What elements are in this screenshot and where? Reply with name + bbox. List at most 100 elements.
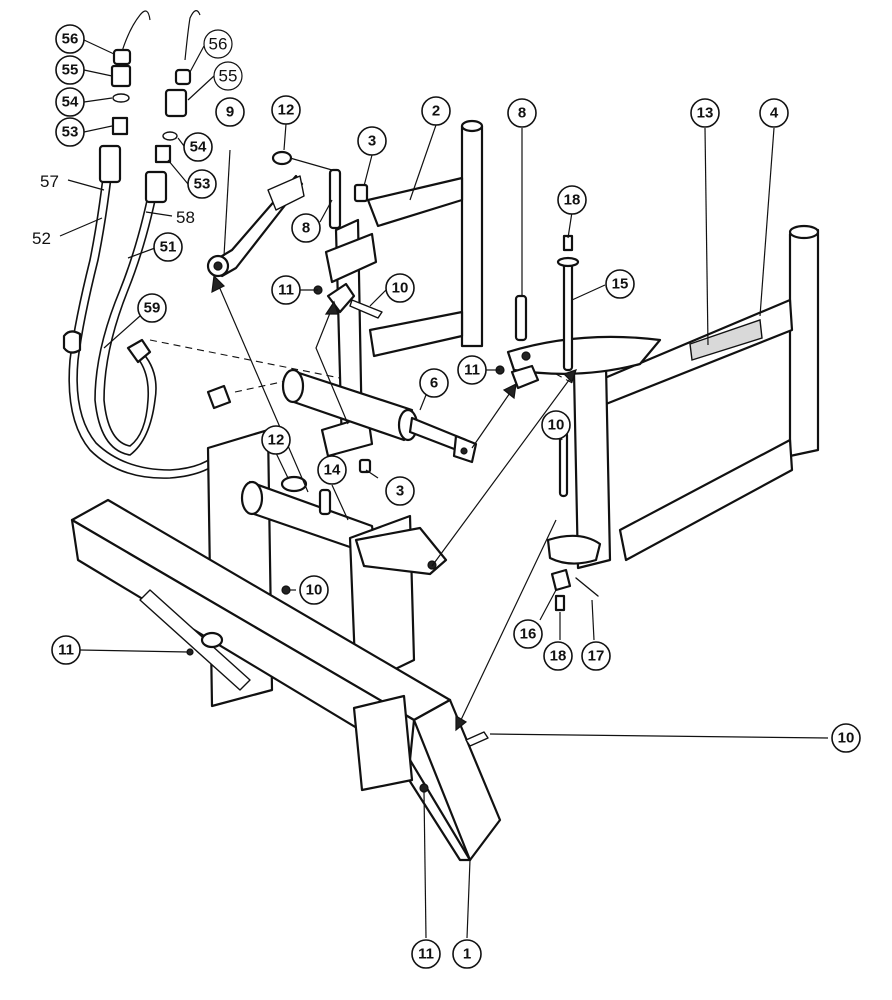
leader-12b xyxy=(275,452,289,479)
callout-2-label: 2 xyxy=(432,103,440,120)
callout-10-frame-label: 10 xyxy=(306,582,323,599)
callout-17: 17 xyxy=(581,641,611,671)
pin-8-upper-left xyxy=(328,168,342,230)
adapter-right xyxy=(154,144,172,164)
leader-11c xyxy=(79,649,189,653)
arrow-cylinder-to-mast xyxy=(315,307,349,425)
elbow-fitting xyxy=(126,338,152,364)
cylinder-end-cap xyxy=(281,368,305,404)
arrow-head-plate xyxy=(562,369,577,384)
callout-55-left: 55 xyxy=(55,55,85,85)
hose-58-outer xyxy=(94,175,157,456)
leader-55a xyxy=(83,69,113,77)
assembly-arrows xyxy=(211,274,577,732)
link-arm xyxy=(206,174,305,278)
callout-55-left-label: 55 xyxy=(62,62,79,79)
callout-15-label: 15 xyxy=(612,276,629,293)
leader-58 xyxy=(145,211,173,217)
callout-8-right-label: 8 xyxy=(518,105,526,122)
hose-57-inner xyxy=(76,149,221,471)
pivot-top-hole xyxy=(521,351,531,361)
callout-14-label: 14 xyxy=(324,462,341,479)
mast-crossbar-top xyxy=(366,176,464,228)
upper-pins xyxy=(271,150,528,342)
right-arm-upright-cap xyxy=(788,224,820,240)
callout-18-lower-label: 18 xyxy=(550,648,567,665)
plain-callouts: 56 55 57 52 58 xyxy=(32,29,243,248)
callout-56-right-label: 56 xyxy=(209,35,228,54)
callout-11-right: 11 xyxy=(457,355,487,385)
leader-53b xyxy=(167,159,189,185)
hose-ferrule-right xyxy=(144,170,168,204)
callout-52-label: 52 xyxy=(32,229,51,248)
callout-59: 59 xyxy=(137,293,167,323)
pivot-top-plate xyxy=(506,335,662,375)
callout-53-left: 53 xyxy=(55,117,85,147)
callout-17-label: 17 xyxy=(588,648,605,665)
bolt-10-frame xyxy=(281,585,291,595)
leader-18a xyxy=(567,211,573,239)
callout-16-label: 16 xyxy=(520,626,537,643)
leader-14 xyxy=(331,484,349,521)
callout-56-left-label: 56 xyxy=(62,31,79,48)
center-hardware xyxy=(313,282,383,474)
callout-53-right-label: 53 xyxy=(194,176,211,193)
arrow-rod-to-pivot xyxy=(471,389,513,449)
mast-upright-cap xyxy=(460,119,484,133)
leader-56b xyxy=(189,45,205,73)
callout-11-center: 11 xyxy=(271,275,301,305)
callout-1: 1 xyxy=(452,939,482,969)
dust-cap-left xyxy=(112,48,132,66)
main-frame xyxy=(70,428,502,862)
dust-cap-tether-right xyxy=(184,10,201,61)
adapter-left xyxy=(111,116,129,136)
bumper-inner-rail xyxy=(139,589,251,691)
callout-54-right: 54 xyxy=(183,132,213,162)
leader-53a xyxy=(83,125,113,133)
pivot-lug xyxy=(510,364,540,390)
callout-53-right: 53 xyxy=(187,169,217,199)
leader-4 xyxy=(759,127,775,317)
pivot-pin-15 xyxy=(562,260,574,372)
callout-4-label: 4 xyxy=(770,105,779,122)
leader-57 xyxy=(67,179,105,191)
leader-59 xyxy=(103,315,141,349)
callout-51-label: 51 xyxy=(160,239,177,256)
callout-13-label: 13 xyxy=(697,105,714,122)
frame-cross-tube-end xyxy=(240,480,264,516)
nut-11-bumper xyxy=(419,783,429,793)
hose-58-inner xyxy=(103,175,161,447)
mast-crossbar-bottom xyxy=(368,310,464,358)
leader-15 xyxy=(571,284,606,301)
callout-10-right-label: 10 xyxy=(548,417,565,434)
lynch-pin-12-lower xyxy=(280,475,308,493)
callout-9: 9 xyxy=(215,97,245,127)
callout-56-left: 56 xyxy=(55,24,85,54)
mast-top-bracket xyxy=(324,232,378,284)
hose-ferrule-left xyxy=(98,144,122,184)
callout-3-upper: 3 xyxy=(357,126,387,156)
mast-upright-right xyxy=(460,124,484,348)
callout-58-label: 58 xyxy=(176,208,195,227)
callout-11-bumper: 11 xyxy=(411,939,441,969)
callout-18-upper-label: 18 xyxy=(564,192,581,209)
callout-12-lower: 12 xyxy=(261,425,291,455)
callout-57-label: 57 xyxy=(40,172,59,191)
callout-11-bumper-label: 11 xyxy=(418,946,434,963)
callout-12-upper-label: 12 xyxy=(278,102,295,119)
callout-10-center-label: 10 xyxy=(392,280,409,297)
cylinder-fitting xyxy=(206,384,232,410)
callout-10-frame: 10 xyxy=(299,575,329,605)
collar-16 xyxy=(550,568,572,592)
leader-17 xyxy=(591,599,595,641)
leader-52 xyxy=(59,217,103,237)
callout-11-frame-label: 11 xyxy=(58,642,74,659)
callout-6-label: 6 xyxy=(430,375,438,392)
callout-10-bumper-label: 10 xyxy=(838,730,855,747)
pivot-bottom-plate xyxy=(546,534,602,565)
set-screw-17 xyxy=(575,577,599,597)
leader-54b xyxy=(177,137,185,147)
right-arm-crossbar-bottom xyxy=(618,438,794,562)
callout-15: 15 xyxy=(605,269,635,299)
callout-4: 4 xyxy=(759,98,789,128)
